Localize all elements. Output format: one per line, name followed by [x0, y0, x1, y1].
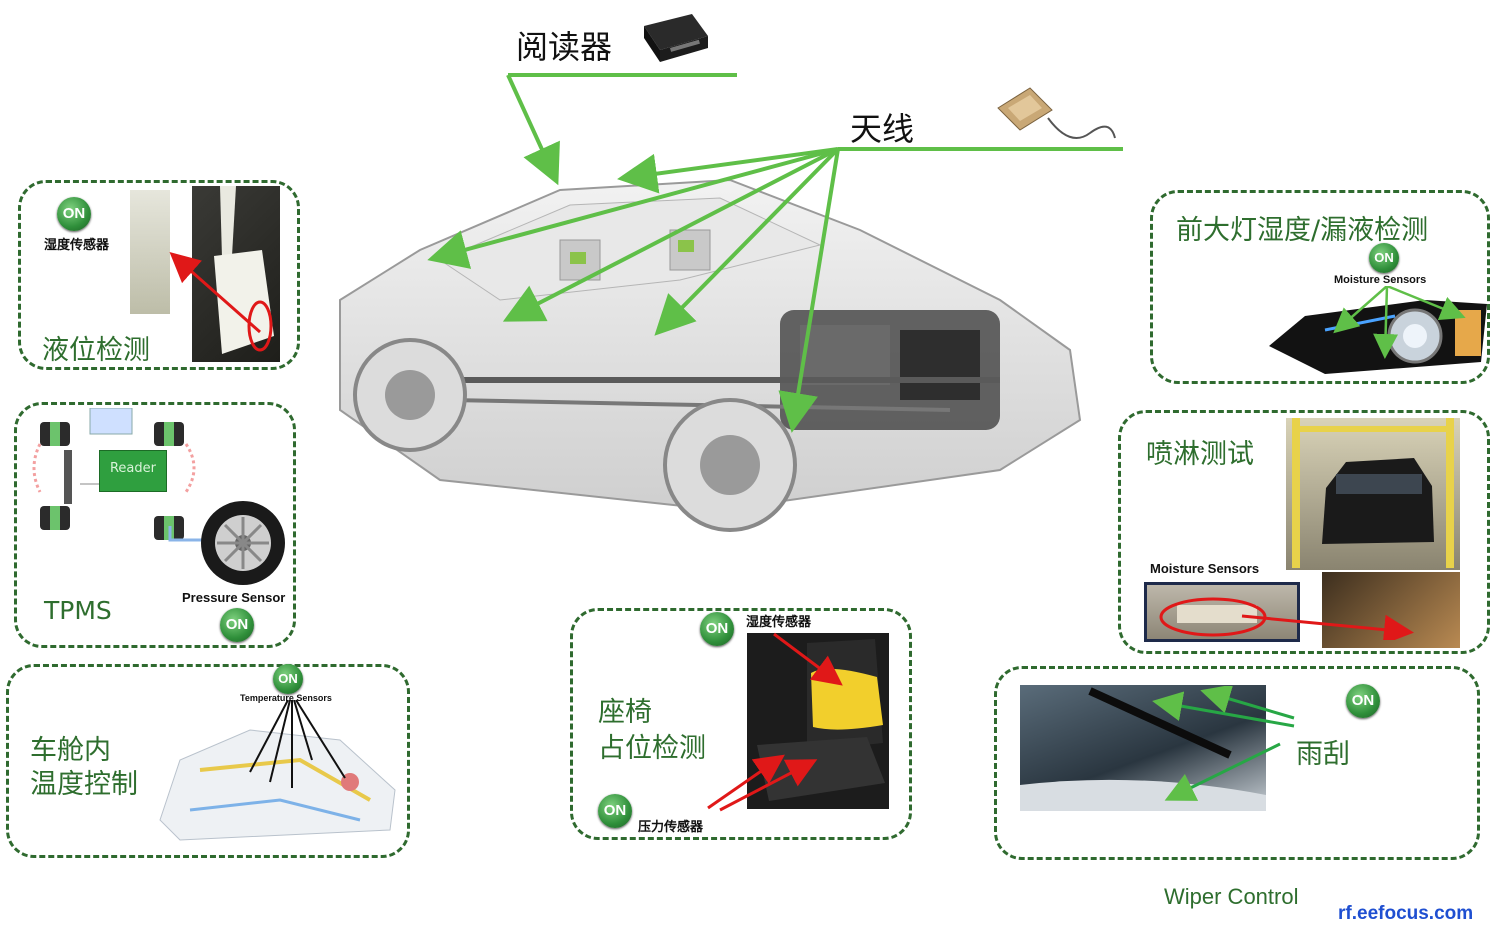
wiper-arrows	[1152, 686, 1295, 801]
spray-chamber-photo	[1286, 418, 1460, 570]
wiper-panel	[994, 666, 1480, 860]
on-logo-icon: ON	[220, 608, 254, 642]
seat-title-line2: 占位检测	[598, 733, 706, 764]
on-logo-icon: ON	[598, 794, 632, 828]
cabin-car-diagram	[159, 700, 396, 841]
antenna-label: 天线	[850, 110, 915, 148]
tpms-panel	[14, 402, 296, 648]
red-arrow	[1241, 614, 1414, 640]
red-arrow	[169, 252, 261, 334]
wiper-title: 雨刮	[1296, 739, 1350, 770]
sensor-photo	[130, 190, 170, 314]
seat-arrows	[707, 632, 843, 812]
on-logo-icon: ON	[273, 664, 303, 694]
pressure-sensor-label: 压力传感器	[638, 819, 704, 834]
tire-icon	[201, 501, 285, 585]
pressure-sensor-label: Pressure Sensor	[182, 590, 286, 605]
fluid-reservoir-photo	[192, 186, 280, 362]
seat-humidity-sensor-label: 湿度传感器	[746, 614, 812, 629]
temperature-sensors-label: Temperature Sensors	[240, 693, 332, 703]
seat-title-line1: 座椅	[598, 697, 652, 728]
on-logo-icon: ON	[57, 197, 91, 231]
reader-device-icon	[644, 14, 708, 62]
headlight-panel	[1150, 190, 1490, 384]
on-logo-icon: ON	[700, 612, 734, 646]
car-illustration	[339, 178, 1082, 532]
wiper-control-caption: Wiper Control	[1164, 884, 1299, 909]
seat-occupancy-panel	[570, 608, 912, 840]
headlight-image	[1269, 286, 1487, 374]
liquid-humidity-sensor-label: 湿度传感器	[44, 237, 110, 252]
cabin-title-line1: 车舱内	[30, 735, 111, 766]
headlight-moisture-sensors-label: Moisture Sensors	[1334, 274, 1427, 286]
headlight-title: 前大灯湿度/漏液检测	[1176, 215, 1429, 246]
windshield-photo	[1020, 685, 1266, 811]
tpms-diagram	[32, 408, 202, 542]
moisture-sensor-closeup	[1144, 582, 1300, 642]
on-logo-icon: ON	[1346, 684, 1380, 718]
tpms-title: TPMS	[44, 596, 112, 625]
liquid-level-panel	[18, 180, 300, 370]
tpms-reader-box: Reader	[99, 450, 167, 492]
antenna-device-icon	[997, 87, 1116, 139]
watermark: rf.eefocus.com	[1338, 903, 1474, 924]
spray-test-title: 喷淋测试	[1146, 439, 1254, 470]
cabin-title-line2: 温度控制	[30, 769, 138, 800]
spray-moisture-sensors-label: Moisture Sensors	[1150, 561, 1260, 576]
liquid-level-title: 液位检测	[42, 335, 150, 366]
cabin-temperature-panel	[6, 664, 410, 858]
spray-test-panel	[1118, 410, 1490, 654]
reader-label: 阅读器	[516, 28, 613, 66]
on-logo-icon: ON	[1369, 243, 1399, 273]
